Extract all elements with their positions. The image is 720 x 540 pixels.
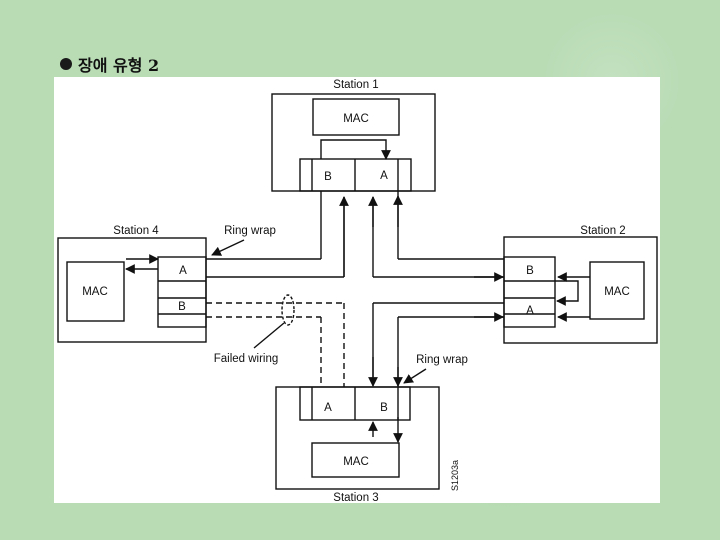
- annotations: Ring wrap Ring wrap Failed wiring: [211, 225, 468, 384]
- title-text: 장애 유형 2: [78, 56, 160, 75]
- failed-wiring-label: Failed wiring: [214, 353, 279, 365]
- diagram-figure: MAC B A Station 1 MAC A B Station 4 MAC …: [54, 77, 660, 504]
- station-4-port-block: [157, 256, 207, 328]
- flow-arrows: [125, 139, 590, 443]
- station-2-port-b: B: [526, 265, 534, 277]
- station-3-port-b: B: [380, 402, 388, 414]
- station-3-port-a: A: [324, 402, 332, 414]
- station-2-mac: [589, 261, 645, 320]
- station-2: MAC B A Station 2: [503, 225, 658, 344]
- bullet-icon: [60, 58, 72, 70]
- station-4-port-a: A: [179, 265, 187, 277]
- station-4-port-b: B: [178, 301, 186, 313]
- failure-marker: [281, 294, 295, 326]
- station-1-mac-label: MAC: [343, 113, 369, 125]
- station-3-mac: [311, 442, 400, 478]
- station-1-name: Station 1: [333, 79, 378, 91]
- station-3-mac-label: MAC: [343, 456, 369, 468]
- station-2-mac-label: MAC: [604, 286, 630, 298]
- station-4-mac-label: MAC: [82, 286, 108, 298]
- station-4: MAC A B Station 4: [57, 225, 207, 343]
- station-2-name: Station 2: [580, 225, 625, 237]
- station-1-port-a: A: [380, 170, 388, 182]
- station-4-mac: [66, 261, 125, 322]
- station-1-mac: [312, 98, 400, 136]
- station-1-port-b: B: [324, 171, 332, 183]
- station-1: MAC B A Station 1: [271, 79, 436, 192]
- station-2-port-block: [503, 256, 556, 328]
- ring-wrap-diagram: MAC B A Station 1 MAC A B Station 4 MAC …: [57, 79, 658, 504]
- ring-wrap-label-bottom: Ring wrap: [416, 354, 468, 366]
- slide-title: 장애 유형 2: [60, 52, 159, 76]
- station-2-port-a: A: [526, 305, 534, 317]
- station-4-name: Station 4: [113, 225, 159, 237]
- figure-id: S1203a: [450, 460, 460, 491]
- ring-wrap-label-left: Ring wrap: [224, 225, 276, 237]
- station-3: MAC A B Station 3 S1203a: [275, 386, 460, 504]
- station-3-name: Station 3: [333, 492, 378, 503]
